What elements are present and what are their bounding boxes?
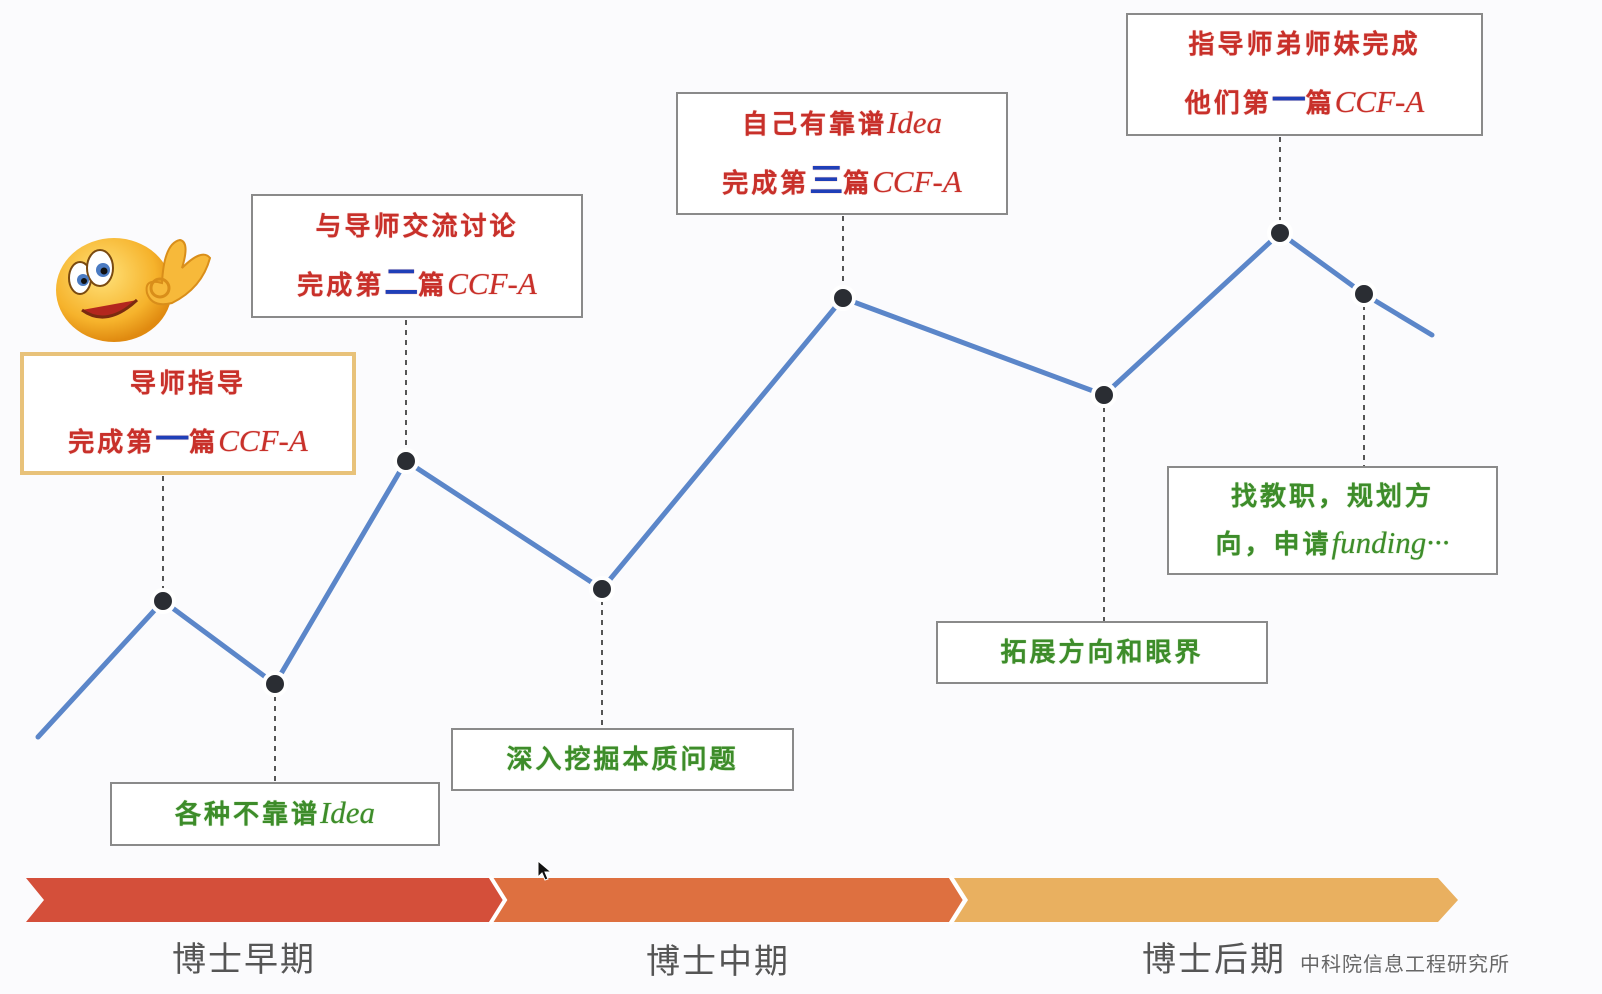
text-segment: 向，申请 [1215,529,1332,560]
box-line-2: 完成第三篇CCF-A [722,153,962,212]
annotation-box-expand-horizons: 拓展方向和眼界 [936,621,1268,684]
annotation-box-second-paper: 与导师交流讨论 完成第二篇CCF-A [251,194,583,318]
box-line-1: 找教职，规划方 [1230,481,1434,512]
annotation-box-dig-deep: 深入挖掘本质问题 [451,728,794,791]
box-line-1: 深入挖掘本质问题 [506,744,739,775]
ordinal-number: 一 [155,420,190,460]
mouse-pointer-icon [537,860,553,881]
phase-label-early: 博士早期 [172,940,316,980]
text-segment: 篇 [189,428,219,458]
phase-arrow-late [954,878,1458,922]
box-line-2: 他们第一篇CCF-A [1185,73,1425,132]
text-segment: 各种不靠谱 [174,800,320,830]
latin-text: CCF-A [447,265,537,301]
phase-arrows [26,874,1458,926]
annotation-box-mentor-juniors: 指导师弟师妹完成 他们第一篇CCF-A [1126,13,1483,136]
text-segment: 他们第 [1184,89,1272,119]
box-line-2: 完成第一篇CCF-A [68,412,308,471]
latin-text: funding··· [1331,524,1450,560]
data-point-markers [150,220,1377,697]
box-line-1: 自己有靠谱Idea [742,95,942,153]
box-line-1: 与导师交流讨论 [315,211,519,242]
latin-text: CCF-A [872,164,962,199]
box-line-2: 向，申请funding··· [1216,520,1450,568]
text-segment: 篇 [1305,89,1335,119]
box-line-1: 拓展方向和眼界 [1000,637,1204,668]
box-line-2: 完成第二篇CCF-A [297,255,537,314]
ordinal-number: 一 [1271,81,1306,121]
text-segment: 完成第 [722,169,810,199]
phase-label-late: 博士后期 [1142,940,1286,980]
text-segment: 自己有靠谱 [741,110,887,140]
box-line-1: 指导师弟师妹完成 [1188,30,1421,60]
text-segment: 篇 [843,169,873,199]
text-segment: 篇 [418,270,448,301]
latin-text: Idea [319,795,376,830]
box-line-1: 导师指导 [129,369,246,399]
progress-line [35,230,1435,740]
ordinal-number: 三 [809,161,844,201]
box-line-1: 各种不靠谱Idea [175,785,375,843]
ok-hand-smiley-icon [56,238,212,342]
ordinal-number: 二 [384,262,419,303]
latin-text: CCF-A [1334,84,1425,119]
latin-text: CCF-A [218,423,308,458]
watermark: 中科院信息工程研究所 [1300,952,1510,976]
text-segment: 完成第 [297,270,385,301]
annotation-box-third-paper: 自己有靠谱Idea 完成第三篇CCF-A [676,92,1008,215]
phase-arrow-early [26,878,504,922]
phase-arrow-middle [492,878,964,922]
phase-label-middle: 博士中期 [646,942,790,982]
annotation-box-unreliable-ideas: 各种不靠谱Idea [110,782,440,846]
dashed-connectors [162,137,1365,800]
latin-text: Idea [886,105,943,140]
annotation-box-first-paper: 导师指导 完成第一篇CCF-A [20,352,356,475]
annotation-box-faculty-job: 找教职，规划方 向，申请funding··· [1167,466,1498,575]
text-segment: 完成第 [68,428,156,458]
